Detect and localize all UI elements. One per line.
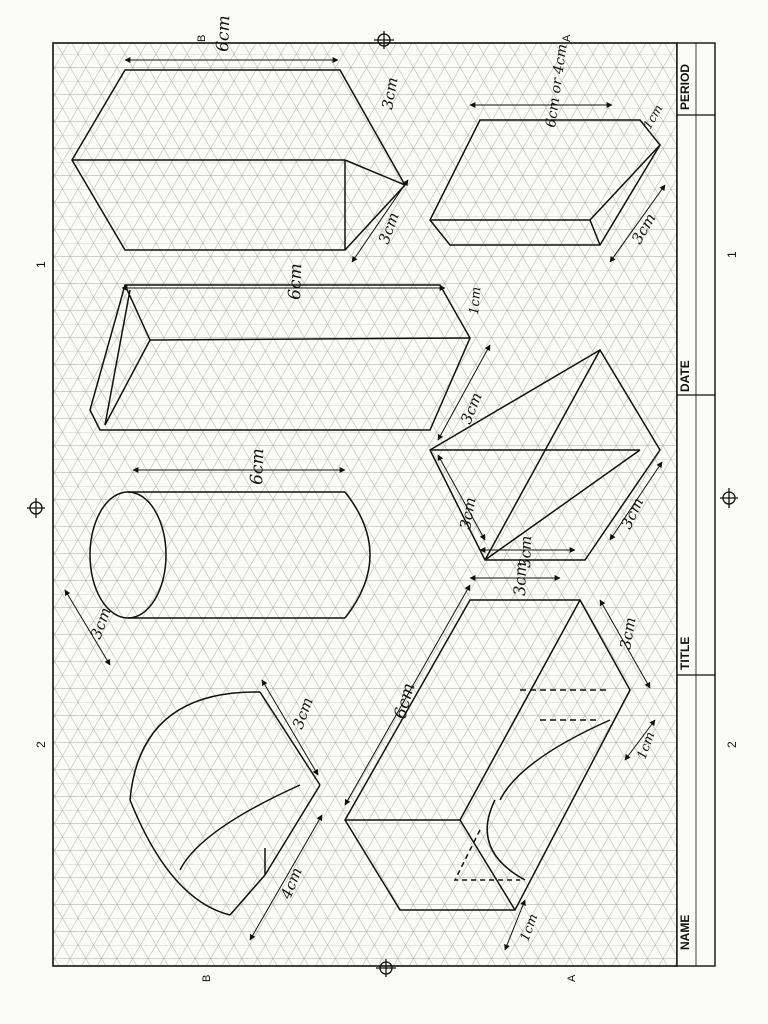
section-label-b-bottom: B: [201, 975, 213, 982]
dim-tall-prism-length: 6cm: [213, 15, 234, 52]
dim-thin-prism-length: 6cm: [285, 263, 306, 300]
dim-wedge-side: 3cm: [456, 496, 479, 531]
period-label: PERIOD: [678, 64, 692, 110]
dim-cutout-width: 3cm: [510, 561, 530, 596]
dim-tall-prism-width: 3cm: [378, 76, 401, 111]
zone-number-top-right: 1: [34, 261, 48, 268]
section-label-a-bottom: A: [566, 974, 578, 982]
cylinder: [89, 491, 371, 619]
grid-area: [52, 42, 678, 967]
title-block: PERIOD DATE TITLE NAME: [676, 42, 716, 967]
dim-line: [504, 899, 526, 951]
zone-number-bottom-left: 2: [725, 741, 739, 748]
dim-line: [261, 679, 319, 776]
cutout-prism: [344, 599, 631, 911]
dim-wedge-height: 3cm: [516, 535, 535, 568]
dim-line: [64, 589, 111, 666]
dim-line: [609, 184, 666, 263]
dim-line: [351, 179, 409, 263]
dim-cylinder-length: 6cm: [247, 448, 268, 485]
dim-line: [437, 344, 491, 441]
dim-line: [624, 719, 656, 761]
dim-line: [609, 461, 663, 541]
dim-line: [599, 599, 651, 689]
zone-number-top-left: 2: [34, 741, 48, 748]
dim-cutout-depth: 3cm: [616, 616, 639, 651]
section-label-b-top: B: [196, 35, 208, 42]
title-label: TITLE: [678, 637, 692, 670]
small-block: [429, 119, 661, 246]
dim-line: [437, 454, 486, 541]
zone-number-bottom-right: 1: [725, 251, 739, 258]
center-marks: [27, 31, 738, 977]
dim-line: [344, 584, 471, 806]
name-label: NAME: [678, 915, 692, 950]
dim-thin-prism-depth: 1cm: [467, 286, 484, 315]
section-label-a-top: A: [561, 34, 573, 42]
date-label: DATE: [678, 360, 692, 392]
dim-line: [249, 814, 323, 941]
